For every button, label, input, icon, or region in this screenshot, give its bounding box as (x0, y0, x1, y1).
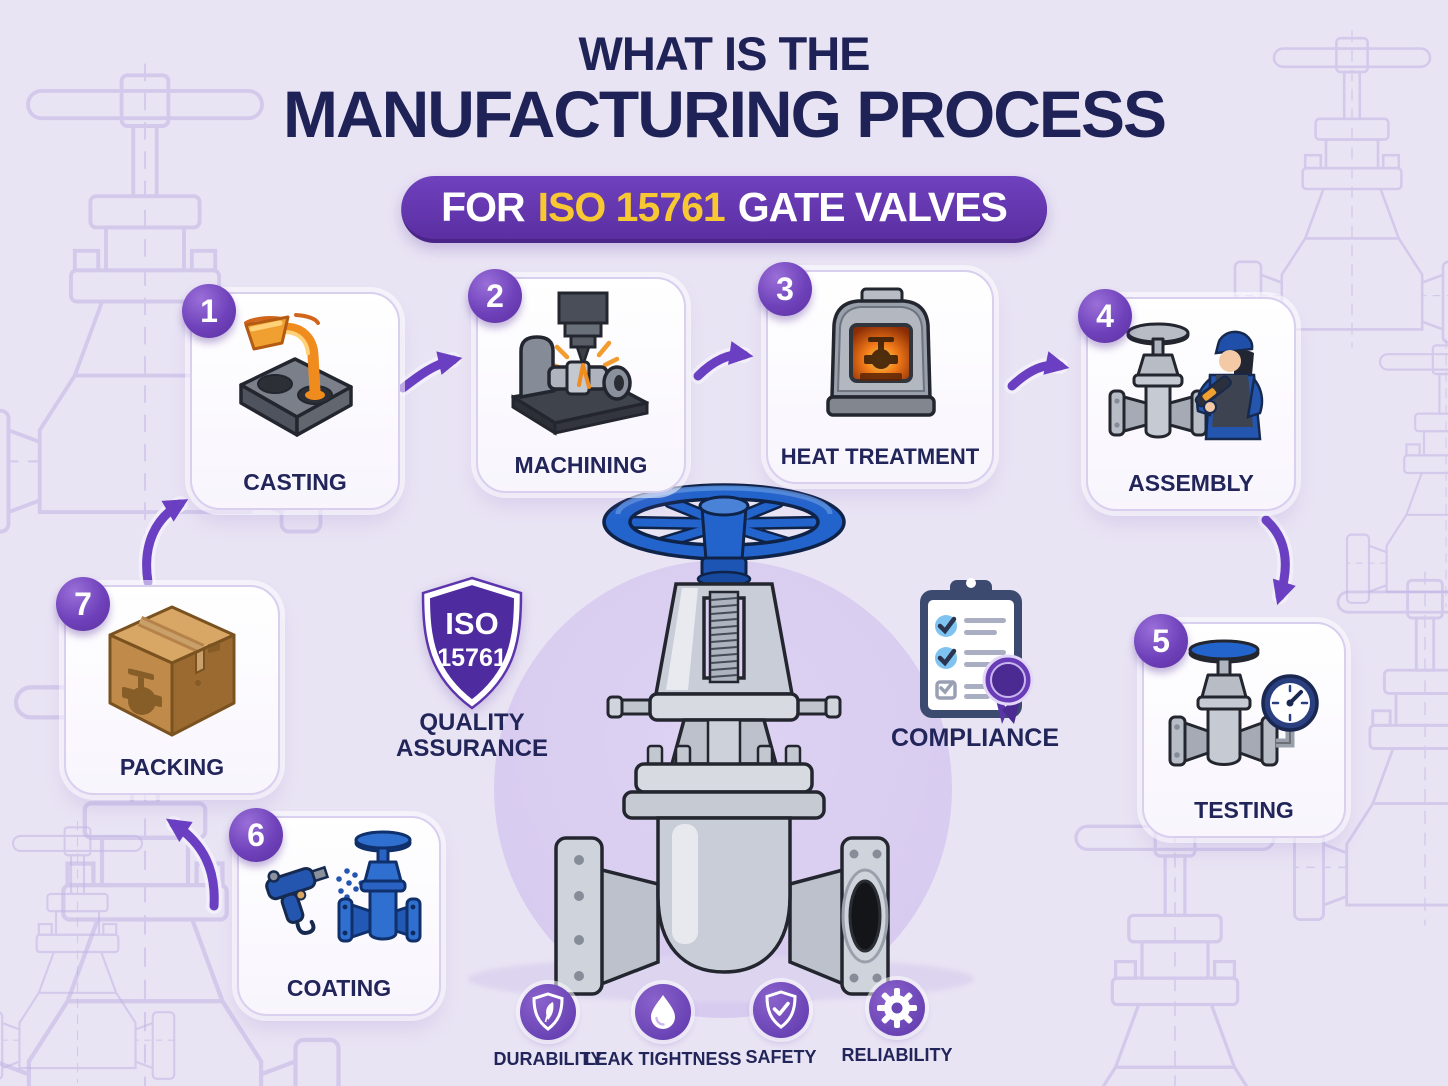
blueprint-watermark (1336, 330, 1448, 616)
flow-arrow-3-4 (1004, 351, 1070, 394)
step-number-badge: 1 (182, 284, 236, 338)
compliance-label: COMPLIANCE (890, 724, 1060, 752)
worker-assembling-valve-icon (1088, 305, 1294, 465)
valve-with-pressure-gauge-icon (1144, 630, 1344, 792)
banner-prefix: FOR (441, 184, 526, 230)
step-number-badge: 6 (229, 808, 283, 862)
step-number-badge: 5 (1134, 614, 1188, 668)
step-number-badge: 7 (56, 577, 110, 631)
title-line-1: WHAT IS THE (578, 27, 871, 80)
water-droplet-icon (635, 984, 691, 1040)
step-label: CASTING (243, 469, 347, 495)
quality-line-1: QUALITY (419, 709, 525, 736)
step-card-coating: 6 (229, 808, 441, 1016)
feature-label: RELIABILITY (841, 1045, 953, 1065)
shield-text-top: ISO (445, 606, 498, 641)
step-label: HEAT TREATMENT (780, 444, 980, 469)
feature-label: DURABILITY (493, 1049, 603, 1069)
flow-arrow-2-3 (690, 341, 754, 384)
quality-line-2: ASSURANCE (395, 734, 548, 762)
step-card-heat-treatment: 3 (758, 262, 994, 484)
step-label: MACHINING (514, 452, 648, 478)
gate-valve-illustration (554, 483, 890, 996)
iso-shield-badge: ISO 15761 (416, 576, 528, 710)
banner-highlight: ISO 15761 (537, 184, 726, 230)
shield-text-bottom: 15761 (437, 644, 507, 672)
flow-arrow-1-2 (395, 351, 463, 396)
shield-check-icon (753, 982, 809, 1038)
step-card-machining: 2 MACHINING (468, 269, 686, 493)
title-banner: FOR ISO 15761 GATE VALVES (401, 176, 1047, 243)
step-number-badge: 2 (468, 269, 522, 323)
feature-label: SAFETY (745, 1047, 817, 1067)
step-card-assembly: 4 (1078, 289, 1296, 511)
shield-leaf-icon (520, 984, 576, 1040)
feature-safety: SAFETY (691, 982, 871, 1068)
flow-arrow-4-5 (1258, 512, 1296, 606)
flow-arrow-6-7 (166, 816, 223, 914)
step-label: TESTING (1194, 797, 1294, 823)
banner-suffix: GATE VALVES (737, 184, 1008, 230)
shield-icon: ISO 15761 (421, 576, 523, 710)
step-card-testing: 5 (1134, 614, 1346, 838)
feature-durability: DURABILITY (458, 984, 638, 1070)
title-line-2: MANUFACTURING PROCESS (282, 77, 1167, 151)
step-card-casting: 1 CASTING (182, 284, 400, 510)
feature-label: LEAK TIGHTNESS (584, 1049, 742, 1069)
feature-reliability: RELIABILITY (807, 980, 987, 1066)
furnace-icon (768, 278, 992, 438)
flow-arrow-7-1 (138, 496, 189, 590)
cnc-spindle-icon (478, 285, 684, 447)
compliance-clipboard-icon (920, 578, 1034, 724)
gear-icon (869, 980, 925, 1036)
step-label: ASSEMBLY (1128, 470, 1254, 496)
quality-assurance-label: QUALITY ASSURANCE (382, 710, 562, 762)
step-number-badge: 4 (1078, 289, 1132, 343)
step-card-packing: 7 PACKING (56, 577, 280, 795)
feature-leak-tightness: LEAK TIGHTNESS (573, 984, 753, 1070)
step-number-badge: 3 (758, 262, 812, 316)
step-label: COATING (286, 975, 392, 1001)
step-label: PACKING (119, 754, 225, 780)
